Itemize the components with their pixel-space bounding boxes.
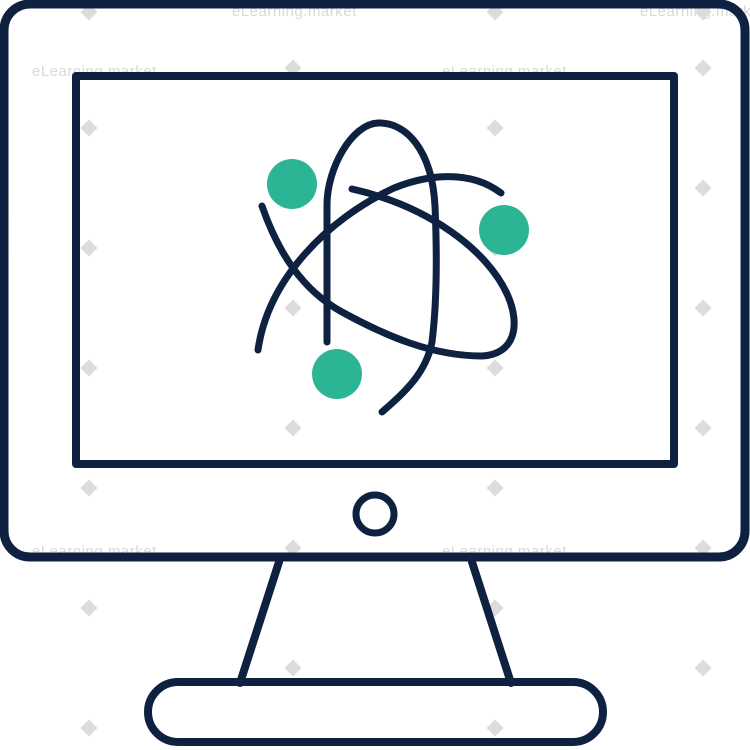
watermark-diamond (486, 719, 504, 737)
watermark-diamond (694, 299, 712, 317)
watermark-diamond (80, 719, 98, 737)
electron-dot (479, 205, 529, 255)
monitor-bezel (0, 0, 750, 562)
electron-dot (312, 349, 362, 399)
watermark-diamond (694, 659, 712, 677)
watermark-diamond (284, 539, 302, 557)
watermark-diamond (486, 359, 504, 377)
watermark-diamond (80, 479, 98, 497)
watermark-diamond (80, 359, 98, 377)
atom-icon (254, 119, 529, 416)
watermark-diamond (284, 299, 302, 317)
electrons (267, 159, 529, 399)
watermark-diamond (486, 119, 504, 137)
monitor-stand-right (468, 558, 515, 687)
orbit-path (258, 185, 518, 360)
watermark-diamond (486, 479, 504, 497)
watermark-diamond (80, 599, 98, 617)
watermark-diamond (694, 59, 712, 77)
monitor-stand-left (236, 558, 283, 687)
monitor-screen (72, 72, 678, 468)
watermark-layer: eLearning.market eLearning.market eLearn… (32, 3, 750, 737)
watermark-diamond (284, 419, 302, 437)
electron-dot (267, 159, 317, 209)
watermark-diamond (694, 179, 712, 197)
watermark-diamond (694, 419, 712, 437)
watermark-diamond (694, 539, 712, 557)
monitor-base (144, 678, 607, 746)
power-button-icon (352, 491, 398, 537)
orbits (254, 119, 518, 416)
orbit-path (323, 119, 440, 416)
watermark-diamonds (80, 3, 712, 737)
watermark-diamond (80, 119, 98, 137)
watermark-diamond (80, 239, 98, 257)
watermark-diamond (284, 659, 302, 677)
